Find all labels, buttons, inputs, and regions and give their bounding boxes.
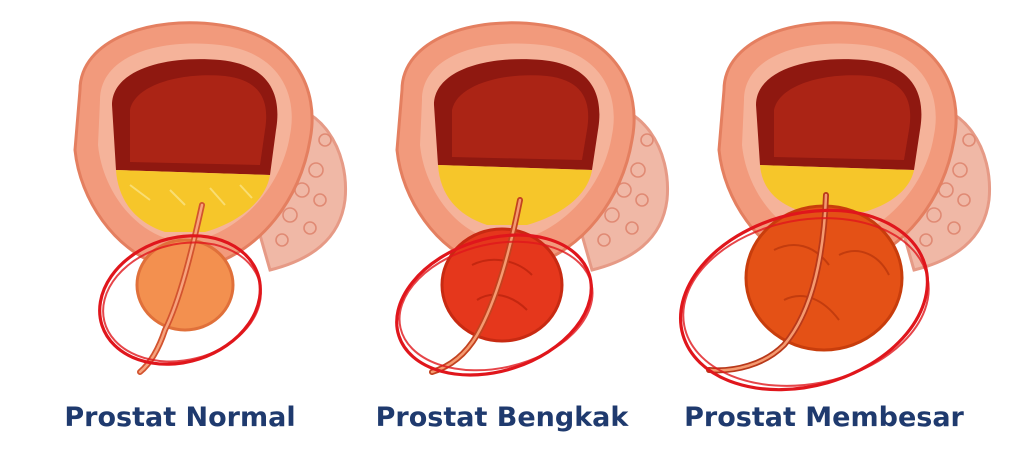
cavity-highlight xyxy=(774,75,911,160)
caption-swollen: Prostat Bengkak xyxy=(375,402,629,433)
illustration-enlarged xyxy=(678,21,992,392)
cavity-highlight xyxy=(130,75,267,165)
prostate xyxy=(440,227,564,343)
urine xyxy=(438,165,592,225)
cavity-highlight xyxy=(452,75,589,160)
panel-normal: Prostat Normal xyxy=(20,0,348,454)
caption-enlarged: Prostat Membesar xyxy=(684,402,964,433)
panel-enlarged: Prostat Membesar xyxy=(664,0,992,454)
highlight-circle xyxy=(98,234,262,366)
prostate-texture xyxy=(773,244,890,321)
caption-normal: Prostat Normal xyxy=(64,402,296,433)
urine xyxy=(760,165,914,212)
illustration-swollen xyxy=(395,21,670,377)
urine-shine xyxy=(129,184,253,206)
urine xyxy=(116,170,270,232)
highlight-circle xyxy=(395,233,593,377)
highlight-circle xyxy=(678,208,930,392)
panel-swollen: Prostat Bengkak xyxy=(342,0,670,454)
illustration-normal xyxy=(73,21,348,375)
